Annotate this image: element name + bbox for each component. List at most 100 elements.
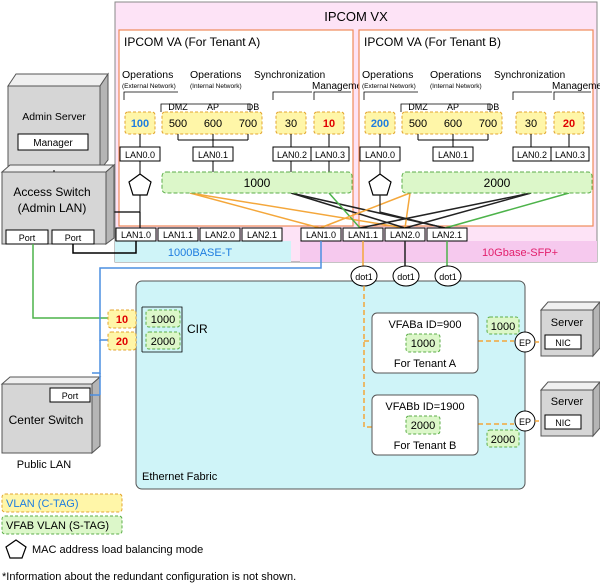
admin-server-manager: Manager [33,138,73,149]
server-a: Server NIC [539,301,600,358]
center-switch-title: Center Switch [9,413,84,427]
va-b-sub-ap: AP [447,102,459,112]
ipcom-va-tenant-a: IPCOM VA (For Tenant A) Operations (Exte… [118,29,371,227]
band-10gbase [300,241,597,262]
va-a-vlan-10: 10 [323,118,335,130]
va-b-lan01: LAN0.1 [438,150,468,160]
va-b-col-mgmt: Management [552,81,600,92]
legend-ctag: VLAN (C-TAG) [6,498,79,510]
vfab-b: VFABb ID=1900 2000 For Tenant B [371,394,479,456]
va-b-lan03: LAN0.3 [555,150,585,160]
va-a-col-ops-ext-sub: (External Network) [122,83,176,90]
va-b-col-ops-ext-sub: (External Network) [362,83,416,90]
public-lan-caption: Public LAN [17,459,71,471]
center-switch: Port Center Switch [0,375,102,455]
port-lan11-admin: LAN1.1 [163,230,193,240]
fabric-label: Ethernet Fabric [142,471,218,483]
va-a-vlan-100: 100 [131,118,149,130]
dot1-label-1: dot1 [355,272,373,282]
admin-server-title: Admin Server [22,111,86,123]
va-a-fabric-vlan-bar [161,171,353,194]
va-b-vlan-600: 600 [444,118,462,130]
access-switch-port-1: Port [19,233,36,243]
access-switch-port-2: Port [65,233,82,243]
label-10gbase: 10Gbase-SFP+ [482,247,558,259]
va-b-sub-dmz: DMZ [408,102,428,112]
va-a-title: IPCOM VA (For Tenant A) [124,35,260,49]
va-b-col-ops-int-sub: (Internal Network) [430,83,482,90]
va-b-fabric-vlan-bar [401,171,593,194]
va-b-sub-db: DB [487,102,500,112]
port-lan21-admin: LAN2.1 [247,230,277,240]
cir-ctag-20: 20 [116,336,128,348]
cir-label: CIR [187,322,208,336]
dot1-node-3 [434,265,462,287]
va-b-col-ops-int: Operations [430,69,481,81]
va-b-vlan-700: 700 [479,118,497,130]
ep-b-vlan: 2000 [491,434,515,446]
va-a-fabric-vlan: 1000 [244,176,271,190]
va-b-lan02: LAN0.2 [517,150,547,160]
va-a-col-ops-int-sub: (Internal Network) [190,83,242,90]
port-lan20-admin: LAN2.0 [205,230,235,240]
legend-stag: VFAB VLAN (S-TAG) [6,520,109,532]
physical-ports: LAN1.0 LAN1.1 LAN2.0 LAN2.1 LAN1.0 LAN1.… [115,227,468,242]
vfab-b-vlan: 2000 [411,420,435,432]
port-lan20: LAN2.0 [390,230,420,240]
ep-label-b: EP [519,417,531,427]
server-b-title: Server [551,396,584,408]
va-b-title: IPCOM VA (For Tenant B) [364,35,501,49]
vfab-b-title: VFABb ID=1900 [385,401,464,413]
cir-block: 10 1000 20 2000 CIR [107,306,208,353]
va-a-lan00: LAN0.0 [125,150,155,160]
server-b-nic: NIC [555,418,571,428]
va-a-lan01: LAN0.1 [198,150,228,160]
ep-label-a: EP [519,338,531,348]
va-a-col-ops-int: Operations [190,69,241,81]
va-a-col-ops-ext: Operations [122,69,173,81]
access-switch-title-1: Access Switch [13,185,90,199]
dot1-label-2: dot1 [397,272,415,282]
va-a-col-mgmt: Management [312,81,371,92]
legend-lb-mode: MAC address load balancing mode [32,544,203,556]
cir-stag-1000: 1000 [151,314,175,326]
cir-ctag-10: 10 [116,314,128,326]
label-1000base: 1000BASE-T [168,247,232,259]
ipcom-va-tenant-b: IPCOM VA (For Tenant B) Operations (Exte… [358,29,600,227]
footnote: *Information about the redundant configu… [2,571,296,583]
port-lan10: LAN1.0 [306,230,336,240]
access-switch-title-2: (Admin LAN) [18,201,87,215]
port-lan11: LAN1.1 [348,230,378,240]
dot1-node-2 [392,265,420,287]
va-a-vlan-30: 30 [285,118,297,130]
port-lan21: LAN2.1 [432,230,462,240]
ethernet-fabric [135,280,526,490]
server-a-title: Server [551,317,584,329]
access-switch: Access Switch (Admin LAN) Port Port [0,163,116,245]
va-b-vlan-500: 500 [409,118,427,130]
va-b-col-sync: Synchronization [494,70,565,81]
va-a-col-sync: Synchronization [254,70,325,81]
va-b-lan00: LAN0.0 [365,150,395,160]
legend-stag-swatch [1,515,123,535]
va-b-col-ops-ext: Operations [362,69,413,81]
ipcom-vx-title: IPCOM VX [324,9,388,24]
va-a-lan03: LAN0.3 [315,150,345,160]
center-switch-port: Port [62,391,79,401]
server-a-nic: NIC [555,338,571,348]
dot1-label-3: dot1 [439,272,457,282]
vfab-a: VFABa ID=900 1000 For Tenant A [371,312,479,374]
legend-ctag-swatch [1,493,123,513]
va-b-vlan-30: 30 [525,118,537,130]
legend-pentagon-icon [5,539,27,559]
vfab-a-tenant: For Tenant A [394,358,457,370]
va-a-sub-dmz: DMZ [168,102,188,112]
admin-server: Admin Server Manager [7,72,109,172]
vfab-b-tenant: For Tenant B [394,440,457,452]
va-a-sub-ap: AP [207,102,219,112]
cir-stag-2000: 2000 [151,336,175,348]
va-b-vlan-200: 200 [371,118,389,130]
vfab-a-title: VFABa ID=900 [388,319,461,331]
va-a-lan02: LAN0.2 [277,150,307,160]
server-b: Server NIC [539,381,600,438]
